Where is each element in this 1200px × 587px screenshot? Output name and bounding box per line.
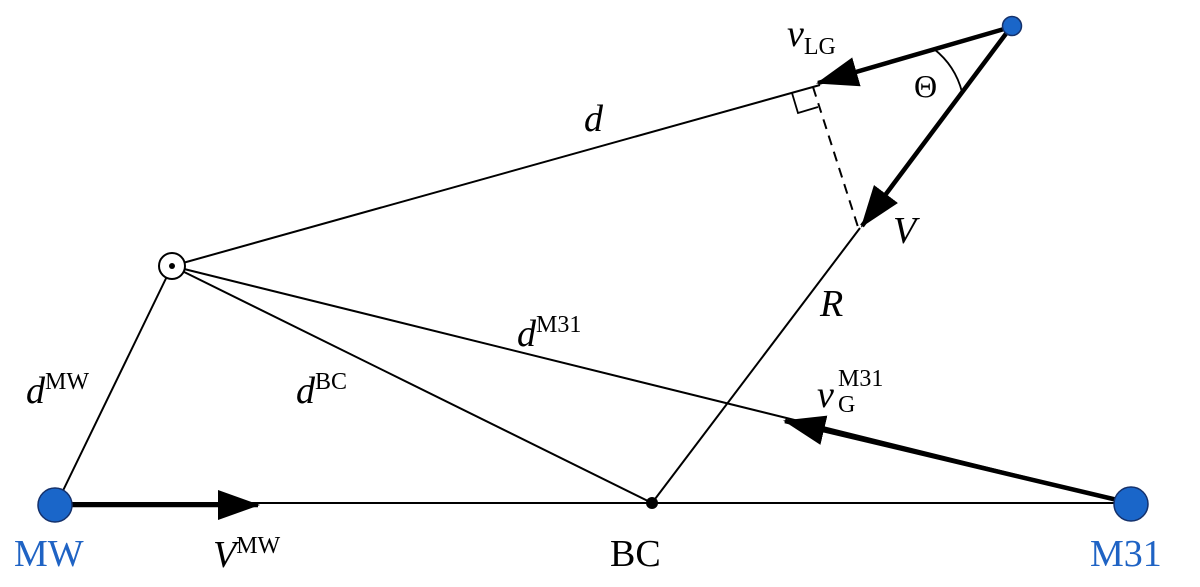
lg-node bbox=[1001, 15, 1023, 37]
v-g-m31-vector bbox=[783, 415, 1131, 506]
v-vector bbox=[860, 25, 1013, 228]
bc-label: BC bbox=[610, 533, 661, 575]
d-bc-label: dBC bbox=[296, 369, 347, 412]
perpendicular-dashed-line bbox=[812, 86, 859, 228]
mw-label: MW bbox=[14, 533, 84, 575]
line-observer-to-mw bbox=[56, 265, 173, 504]
mw-node bbox=[37, 487, 73, 523]
right-angle-marker bbox=[791, 92, 819, 115]
v-mw-label: VMW bbox=[213, 533, 281, 576]
d-mw-label: dMW bbox=[26, 369, 89, 412]
r-label: R bbox=[819, 283, 843, 325]
v-lg-vector bbox=[816, 24, 1012, 87]
bc-node bbox=[646, 497, 658, 509]
line-observer-to-bc bbox=[171, 265, 653, 504]
line-bc-to-r-end bbox=[651, 227, 861, 504]
m31-node bbox=[1113, 486, 1149, 522]
d-label: d bbox=[584, 98, 604, 140]
v-label: V bbox=[893, 210, 920, 252]
theta-angle-arc bbox=[933, 48, 963, 93]
m31-label: M31 bbox=[1090, 533, 1162, 575]
line-observer-to-lg bbox=[171, 84, 821, 267]
observer-symbol bbox=[158, 252, 186, 280]
theta-label: Θ bbox=[914, 68, 937, 104]
d-m31-label: dM31 bbox=[517, 312, 581, 355]
v-lg-label: vLG bbox=[787, 13, 836, 60]
